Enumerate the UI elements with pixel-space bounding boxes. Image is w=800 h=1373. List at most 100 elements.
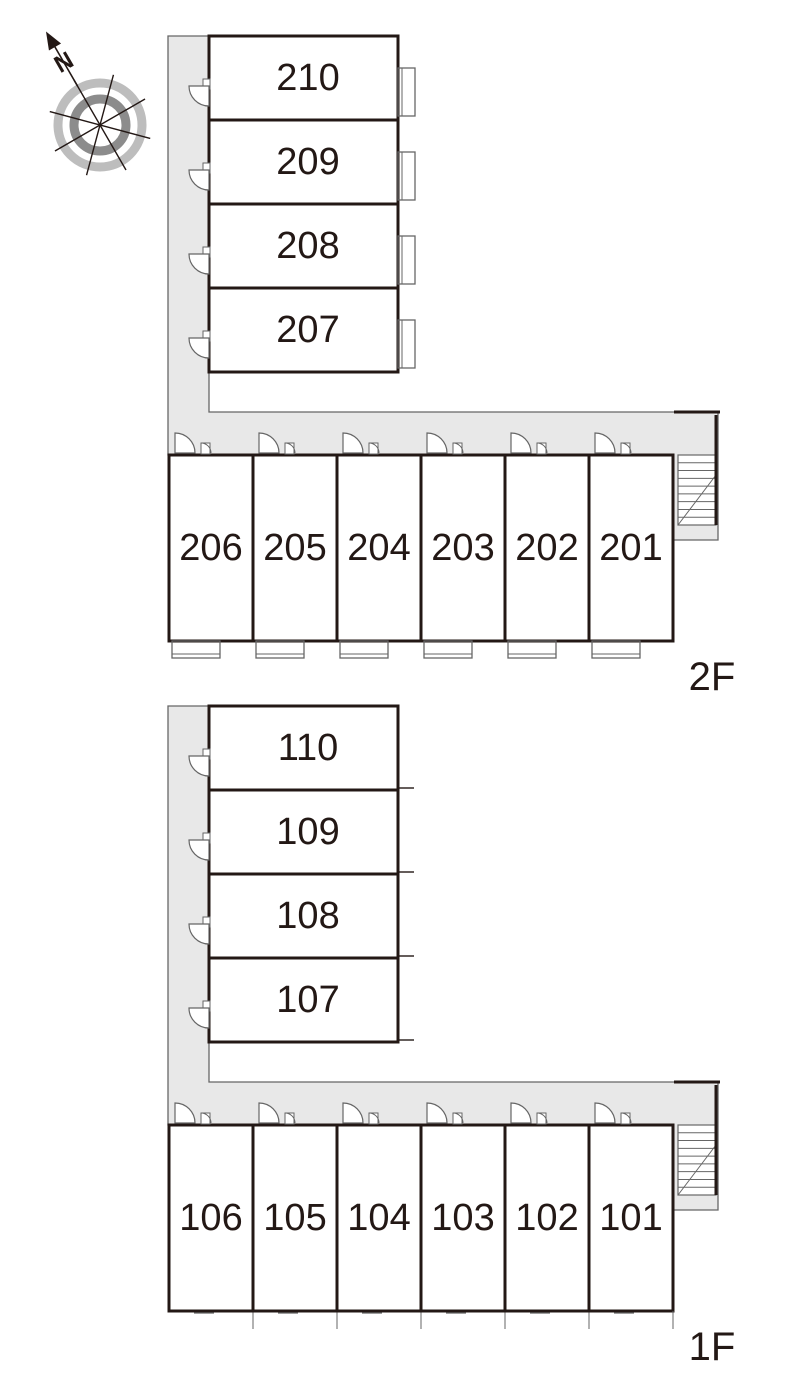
compass-ring-outer xyxy=(53,78,147,172)
room-label-108: 108 xyxy=(276,895,339,937)
compass-line xyxy=(49,110,151,140)
door-swing-icon xyxy=(188,169,210,191)
door-swing-icon xyxy=(368,442,380,454)
room-label-104: 104 xyxy=(347,1197,410,1239)
room-label-208: 208 xyxy=(276,225,339,267)
door-swing-icon xyxy=(536,1112,548,1124)
room-label-206: 206 xyxy=(179,527,242,569)
door-frame xyxy=(620,1112,631,1125)
door-frame xyxy=(200,442,211,455)
room-101 xyxy=(587,1123,675,1313)
balcony xyxy=(397,319,416,369)
room-label-205: 205 xyxy=(263,527,326,569)
balcony xyxy=(397,67,416,117)
door-swing-icon xyxy=(258,1102,280,1124)
room-label-109: 109 xyxy=(276,811,339,853)
door-swing-icon xyxy=(188,253,210,275)
balcony xyxy=(507,640,557,659)
door-swing-icon xyxy=(594,1102,616,1124)
door-frame xyxy=(368,442,379,455)
room-208 xyxy=(207,202,400,290)
balcony xyxy=(423,640,473,659)
room-103 xyxy=(419,1123,507,1313)
door-swing-icon xyxy=(620,442,632,454)
door-swing-icon xyxy=(342,1102,364,1124)
door-swing-icon xyxy=(174,432,196,454)
door-swing-icon xyxy=(200,1112,212,1124)
balcony xyxy=(255,640,305,659)
room-105 xyxy=(251,1123,339,1313)
room-label-102: 102 xyxy=(515,1197,578,1239)
stair-line xyxy=(677,474,717,526)
door-swing-icon xyxy=(284,1112,296,1124)
door-frame xyxy=(284,1112,295,1125)
door-swing-icon xyxy=(174,1102,196,1124)
room-102 xyxy=(503,1123,591,1313)
door-frame xyxy=(200,1112,211,1125)
compass-ring-inner xyxy=(69,94,131,156)
door-swing-icon xyxy=(258,432,280,454)
door-swing-icon xyxy=(188,755,210,777)
room-label-203: 203 xyxy=(431,527,494,569)
door-swing-icon xyxy=(188,337,210,359)
door-swing-icon xyxy=(426,432,448,454)
room-label-106: 106 xyxy=(179,1197,242,1239)
door-swing-icon xyxy=(426,1102,448,1124)
door-swing-icon xyxy=(342,432,364,454)
north-letter: N xyxy=(50,47,79,79)
balcony xyxy=(397,235,416,285)
stair-line xyxy=(677,1144,717,1196)
door-frame xyxy=(452,442,463,455)
room-label-103: 103 xyxy=(431,1197,494,1239)
door-swing-icon xyxy=(452,442,464,454)
door-swing-icon xyxy=(510,1102,532,1124)
door-swing-icon xyxy=(284,442,296,454)
door-swing-icon xyxy=(620,1112,632,1124)
room-label-105: 105 xyxy=(263,1197,326,1239)
floor-2f: 210 209 208 207 206 205 204 203 202 201 2F xyxy=(167,34,736,699)
room-210 xyxy=(207,34,400,122)
door-frame xyxy=(284,442,295,455)
compass-icon: N xyxy=(46,31,151,176)
compass-needles: N xyxy=(46,31,151,176)
north-arrow-head xyxy=(46,31,62,51)
stair xyxy=(677,454,717,526)
room-label-207: 207 xyxy=(276,309,339,351)
floor-label-2F: 2F xyxy=(689,655,736,699)
room-label-110: 110 xyxy=(278,727,339,769)
room-label-204: 204 xyxy=(347,527,410,569)
door-swing-icon xyxy=(188,1007,210,1029)
floor-label-1F: 1F xyxy=(689,1325,736,1369)
door-swing-icon xyxy=(510,432,532,454)
balcony xyxy=(397,151,416,201)
room-107 xyxy=(207,956,400,1044)
room-201 xyxy=(587,453,675,643)
door-swing-icon xyxy=(200,442,212,454)
door-swing-icon xyxy=(188,85,210,107)
door-frame xyxy=(536,442,547,455)
stair xyxy=(677,1124,717,1196)
door-swing-icon xyxy=(188,839,210,861)
room-206 xyxy=(167,453,255,643)
door-frame xyxy=(620,442,631,455)
room-106 xyxy=(167,1123,255,1313)
door-swing-icon xyxy=(188,923,210,945)
room-204 xyxy=(335,453,423,643)
room-109 xyxy=(207,788,400,876)
balcony xyxy=(171,640,221,659)
balcony xyxy=(339,640,389,659)
door-swing-icon xyxy=(368,1112,380,1124)
room-label-101: 101 xyxy=(599,1197,662,1239)
balcony xyxy=(591,640,641,659)
room-label-202: 202 xyxy=(515,527,578,569)
room-label-209: 209 xyxy=(276,141,339,183)
door-frame xyxy=(452,1112,463,1125)
door-swing-icon xyxy=(536,442,548,454)
room-110 xyxy=(207,704,400,792)
room-label-201: 201 xyxy=(599,527,662,569)
door-frame xyxy=(536,1112,547,1125)
room-label-210: 210 xyxy=(276,57,339,99)
room-207 xyxy=(207,286,400,374)
